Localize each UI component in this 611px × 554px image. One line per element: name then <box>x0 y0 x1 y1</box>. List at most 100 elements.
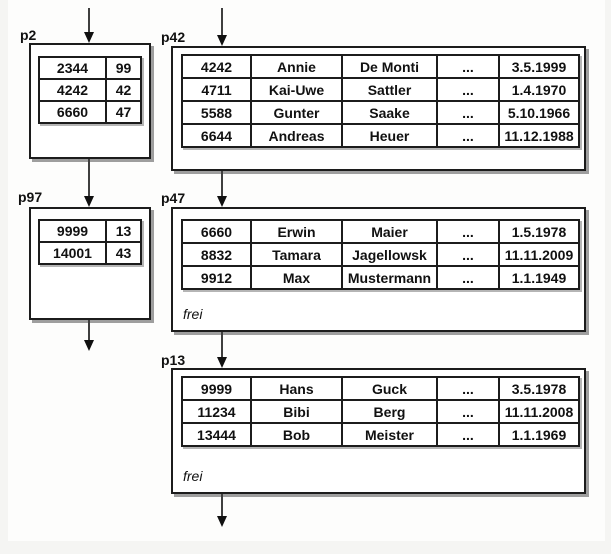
table-cell: Berg <box>341 399 438 424</box>
arrow-shaft <box>88 159 90 196</box>
table-cell: Andreas <box>250 123 343 148</box>
table-cell: 3.5.1999 <box>498 54 580 79</box>
table-cell: 42 <box>105 78 142 102</box>
table-cell: 6660 <box>38 100 107 124</box>
table-cell: Bob <box>250 422 343 447</box>
table-cell: 6660 <box>181 219 252 244</box>
table-cell: 43 <box>105 241 142 265</box>
table-cell: ... <box>436 100 500 125</box>
table-cell: Erwin <box>250 219 343 244</box>
arrow-down-icon <box>84 32 94 43</box>
table-cell: Saake <box>341 100 438 125</box>
table-cell: 11.11.2008 <box>498 399 580 424</box>
table-cell: ... <box>436 123 500 148</box>
table-cell: ... <box>436 399 500 424</box>
free-space-label: frei <box>183 468 203 484</box>
table-cell: 4242 <box>181 54 252 79</box>
table-cell: 6644 <box>181 123 252 148</box>
table-cell: 5.10.1966 <box>498 100 580 125</box>
page-label-p97: p97 <box>18 189 43 205</box>
table-cell: ... <box>436 376 500 401</box>
arrow-shaft <box>221 332 223 357</box>
arrow-p42-to-p47 <box>216 171 228 207</box>
table-cell: ... <box>436 422 500 447</box>
table-cell: 4711 <box>181 77 252 102</box>
table-cell: 9999 <box>181 376 252 401</box>
table-cell: 3.5.1978 <box>498 376 580 401</box>
arrow-shaft <box>221 494 223 516</box>
table-cell: Heuer <box>341 123 438 148</box>
table-cell: 11234 <box>181 399 252 424</box>
table-cell: ... <box>436 265 500 290</box>
table-cell: Kai-Uwe <box>250 77 343 102</box>
table-cell: 9912 <box>181 265 252 290</box>
page-label-p47: p47 <box>161 190 186 206</box>
table-cell: 14001 <box>38 241 107 265</box>
table-cell: ... <box>436 77 500 102</box>
table-cell: Max <box>250 265 343 290</box>
table-cell: 1.1.1969 <box>498 422 580 447</box>
table-cell: Tamara <box>250 242 343 267</box>
table-cell: 1.5.1978 <box>498 219 580 244</box>
table-cell: Sattler <box>341 77 438 102</box>
page-label-p13: p13 <box>161 352 186 368</box>
table-cell: 8832 <box>181 242 252 267</box>
arrow-shaft <box>88 8 90 32</box>
table-cell: 13444 <box>181 422 252 447</box>
table-cell: Hans <box>250 376 343 401</box>
page-label-p42: p42 <box>161 29 186 45</box>
arrow-down-icon <box>84 340 94 351</box>
table-cell: 5588 <box>181 100 252 125</box>
table-cell: 1.1.1949 <box>498 265 580 290</box>
table-cell: 47 <box>105 100 142 124</box>
arrow-down-icon <box>217 196 227 207</box>
table-cell: 9999 <box>38 219 107 243</box>
table-cell: De Monti <box>341 54 438 79</box>
arrow-shaft <box>221 8 223 35</box>
table-cell: ... <box>436 54 500 79</box>
table-cell: Mustermann <box>341 265 438 290</box>
free-space-label: frei <box>183 306 203 322</box>
table-cell: Maier <box>341 219 438 244</box>
arrow-shaft <box>88 320 90 340</box>
arrow-down-icon <box>84 196 94 207</box>
arrow-p47-to-p13 <box>216 332 228 368</box>
table-cell: 4242 <box>38 78 107 102</box>
arrow-down-icon <box>217 516 227 527</box>
arrow-into-p2 <box>83 8 95 43</box>
table-cell: Annie <box>250 54 343 79</box>
table-cell: 11.11.2009 <box>498 242 580 267</box>
page-label-p2: p2 <box>20 27 37 43</box>
table-cell: 99 <box>105 56 142 80</box>
table-cell: 2344 <box>38 56 107 80</box>
arrow-down-icon <box>217 357 227 368</box>
arrow-shaft <box>221 171 223 196</box>
table-cell: Guck <box>341 376 438 401</box>
table-cell: ... <box>436 219 500 244</box>
arrow-p13-next <box>216 494 228 527</box>
